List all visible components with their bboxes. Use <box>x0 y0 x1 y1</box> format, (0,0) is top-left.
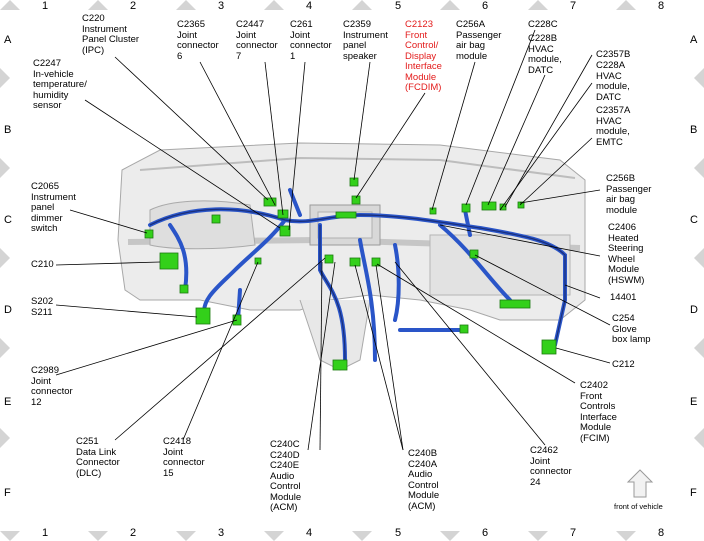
label-14401: 14401 <box>610 292 637 303</box>
grid-col-3-bottom: 3 <box>218 527 225 539</box>
label-c240b: C240B C240A Audio Control Module (ACM) <box>408 448 440 512</box>
label-c212: C212 <box>612 359 635 370</box>
label-c2065: C2065 Instrument panel dimmer switch <box>31 181 76 234</box>
leader-lines <box>55 29 611 451</box>
grid-row-b: B <box>4 124 12 136</box>
label-c2447: C2447 Joint connector 7 <box>236 19 278 62</box>
front-of-vehicle-label: front of vehicle <box>614 502 663 511</box>
grid-col-6-bottom: 6 <box>482 527 489 539</box>
grid-row-f: F <box>4 487 11 499</box>
grid-row-a-right: A <box>690 34 698 46</box>
label-c256a: C256A Passenger air bag module <box>456 19 502 62</box>
label-c2357a: C2357A HVAC module, EMTC <box>596 105 631 148</box>
grid-col-2: 2 <box>130 0 137 12</box>
grid-col-5-bottom: 5 <box>395 527 402 539</box>
label-c2418: C2418 Joint connector 15 <box>163 436 205 479</box>
label-c2989: C2989 Joint connector 12 <box>31 365 73 408</box>
grid-row-d: D <box>4 304 12 316</box>
label-c210: C210 <box>31 259 54 270</box>
label-c2247: C2247 In-vehicle temperature/ humidity s… <box>33 58 87 111</box>
label-c2406: C2406 Heated Steering Wheel Module (HSWM… <box>608 222 645 286</box>
label-c256b: C256B Passenger air bag module <box>606 173 652 216</box>
grid-row-d-right: D <box>690 304 698 316</box>
label-c2357b: C2357B <box>596 49 631 60</box>
grid-row-a: A <box>4 34 12 46</box>
grid-col-5: 5 <box>395 0 402 12</box>
label-c228b: C228B HVAC module, DATC <box>528 33 562 76</box>
label-c251: C251 Data Link Connector (DLC) <box>76 436 120 479</box>
label-c228c: C228C <box>528 19 558 30</box>
front-arrow-icon <box>626 469 654 498</box>
grid-col-1-bottom: 1 <box>42 527 49 539</box>
grid-row-c: C <box>4 214 12 226</box>
grid-col-1: 1 <box>42 0 49 12</box>
label-c254: C254 Glove box lamp <box>612 313 651 345</box>
grid-row-f-right: F <box>690 487 697 499</box>
grid-row-e-right: E <box>690 396 698 408</box>
label-c220: C220 Instrument Panel Cluster (IPC) <box>82 13 140 56</box>
label-c261: C261 Joint connector 1 <box>290 19 332 62</box>
label-c228a: C228A HVAC module, DATC <box>596 60 630 103</box>
label-c2462: C2462 Joint connector 24 <box>530 445 572 488</box>
grid-col-4: 4 <box>306 0 313 12</box>
grid-col-8: 8 <box>658 0 665 12</box>
grid-row-c-right: C <box>690 214 698 226</box>
grid-col-4-bottom: 4 <box>306 527 313 539</box>
grid-col-7: 7 <box>570 0 577 12</box>
grid-col-8-bottom: 8 <box>658 527 665 539</box>
label-c2365: C2365 Joint connector 6 <box>177 19 219 62</box>
label-s202: S202 S211 <box>31 296 54 318</box>
label-c240c: C240C C240D C240E Audio Control Module (… <box>270 439 302 513</box>
label-c2123: C2123 Front Control/ Display Interface M… <box>405 19 442 93</box>
label-c2359: C2359 Instrument panel speaker <box>343 19 388 62</box>
grid-row-e: E <box>4 396 12 408</box>
label-c2402: C2402 Front Controls Interface Module (F… <box>580 380 617 444</box>
grid-row-b-right: B <box>690 124 698 136</box>
grid-col-6: 6 <box>482 0 489 12</box>
grid-col-3: 3 <box>218 0 225 12</box>
grid-col-7-bottom: 7 <box>570 527 577 539</box>
instrument-panel-outline <box>117 142 586 371</box>
grid-col-2-bottom: 2 <box>130 527 137 539</box>
